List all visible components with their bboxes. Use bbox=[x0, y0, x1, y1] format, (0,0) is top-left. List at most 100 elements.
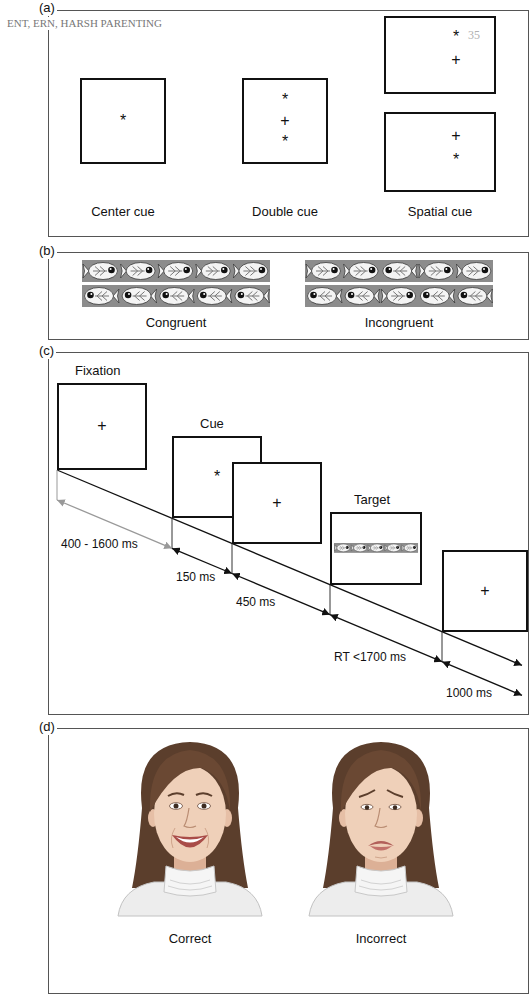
happy-face bbox=[198, 803, 211, 810]
caption: Double cue bbox=[252, 205, 318, 220]
sad-face bbox=[389, 804, 401, 809]
page-number: 35 bbox=[468, 29, 480, 43]
flanker-row bbox=[305, 285, 493, 307]
flanker-row bbox=[306, 263, 341, 280]
flanker-row bbox=[308, 288, 343, 305]
panel-frame: (a)**+**++* bbox=[48, 10, 529, 237]
screen-heading: Target bbox=[354, 493, 390, 508]
panel-letter: (a) bbox=[37, 1, 57, 16]
trial-screen: Fixation+ bbox=[57, 383, 147, 470]
target-strip bbox=[334, 544, 349, 552]
caption: Incongruent bbox=[365, 316, 434, 331]
flanker-row bbox=[305, 285, 493, 307]
screen-symbol: + bbox=[451, 127, 460, 145]
sad-face bbox=[370, 846, 392, 851]
caption: Incorrect bbox=[356, 932, 407, 947]
flanker-row bbox=[344, 263, 379, 280]
happy-face bbox=[118, 742, 262, 916]
screen-symbol: + bbox=[451, 51, 460, 69]
screen-symbol: + bbox=[97, 417, 106, 435]
target-strip bbox=[334, 543, 418, 553]
happy-face bbox=[118, 742, 262, 916]
cue-screen: * + * bbox=[242, 78, 328, 164]
happy-face bbox=[168, 793, 212, 796]
screen-symbol: * bbox=[282, 133, 288, 151]
panel-frame: (b) bbox=[48, 252, 529, 340]
trial-screen: Target bbox=[330, 512, 422, 585]
duration-label: 400 - 1600 ms bbox=[61, 538, 138, 552]
cue-screen: * bbox=[80, 78, 166, 164]
flanker-row bbox=[420, 288, 455, 305]
screen-symbol: * bbox=[120, 112, 126, 130]
duration-label: RT <1700 ms bbox=[334, 651, 406, 665]
happy-face bbox=[174, 804, 179, 809]
screen-symbol: + bbox=[280, 112, 289, 130]
flanker-row bbox=[196, 263, 231, 280]
flanker-row bbox=[82, 260, 270, 282]
screen-symbol: * bbox=[214, 468, 220, 486]
sad-face bbox=[365, 805, 369, 809]
flanker-row bbox=[345, 288, 380, 305]
screen-heading: Cue bbox=[200, 417, 224, 432]
trial-screen: + bbox=[232, 462, 322, 544]
flanker-row bbox=[85, 288, 120, 305]
flanker-row bbox=[419, 263, 454, 280]
cue-screen: +* bbox=[384, 112, 496, 192]
sad-face bbox=[375, 857, 387, 858]
panel-frame: (c)Fixation+Cue*+Target+ bbox=[48, 352, 529, 715]
flanker-row bbox=[197, 288, 232, 305]
timeline bbox=[57, 470, 58, 500]
screen-symbol: * bbox=[282, 91, 288, 109]
target-strip bbox=[402, 544, 417, 552]
caption: Center cue bbox=[91, 205, 155, 220]
flanker-row bbox=[83, 263, 118, 280]
trial-screen: + bbox=[442, 550, 528, 632]
flanker-row bbox=[158, 263, 193, 280]
sad-face bbox=[361, 804, 373, 809]
flanker-row bbox=[383, 263, 418, 280]
flanker-row bbox=[233, 263, 268, 280]
target-strip bbox=[385, 544, 400, 552]
panel-letter: (d) bbox=[37, 720, 57, 735]
caption: Correct bbox=[169, 932, 212, 947]
duration-label: 450 ms bbox=[236, 596, 275, 610]
screen-symbol: * bbox=[453, 28, 459, 46]
flanker-row bbox=[160, 288, 195, 305]
flanker-row bbox=[82, 260, 270, 282]
running-head: ENT, ERN, HARSH PARENTING bbox=[5, 17, 164, 30]
flanker-row bbox=[82, 285, 270, 307]
target-strip bbox=[334, 543, 418, 553]
target-strip bbox=[351, 544, 366, 552]
sad-face bbox=[359, 790, 403, 797]
sad-face bbox=[309, 742, 453, 916]
panel-letter: (c) bbox=[37, 344, 56, 359]
flanker-row bbox=[458, 288, 493, 305]
flanker-row bbox=[381, 288, 416, 305]
flanker-row bbox=[82, 285, 270, 307]
duration-label: 1000 ms bbox=[446, 687, 492, 701]
happy-face bbox=[176, 837, 204, 843]
sad-face bbox=[309, 742, 453, 916]
screen-heading: Fixation bbox=[75, 364, 121, 379]
sad-face bbox=[393, 805, 397, 809]
flanker-row bbox=[235, 288, 270, 305]
flanker-row bbox=[456, 263, 491, 280]
screen-symbol: + bbox=[480, 582, 489, 600]
sad-face bbox=[368, 841, 394, 846]
happy-face bbox=[171, 828, 208, 848]
happy-face bbox=[202, 804, 207, 809]
flanker-row bbox=[305, 260, 493, 282]
screen-symbol: * bbox=[453, 151, 459, 169]
timeline bbox=[232, 574, 330, 615]
flanker-row bbox=[122, 288, 157, 305]
caption: Congruent bbox=[146, 316, 207, 331]
happy-face bbox=[170, 803, 183, 810]
caption: Spatial cue bbox=[408, 205, 472, 220]
panel-frame: (d) bbox=[48, 728, 529, 994]
happy-face bbox=[172, 835, 208, 848]
panel-letter: (b) bbox=[37, 244, 57, 259]
screen-symbol: + bbox=[272, 494, 281, 512]
duration-label: 150 ms bbox=[176, 571, 215, 585]
flanker-row bbox=[305, 260, 493, 282]
